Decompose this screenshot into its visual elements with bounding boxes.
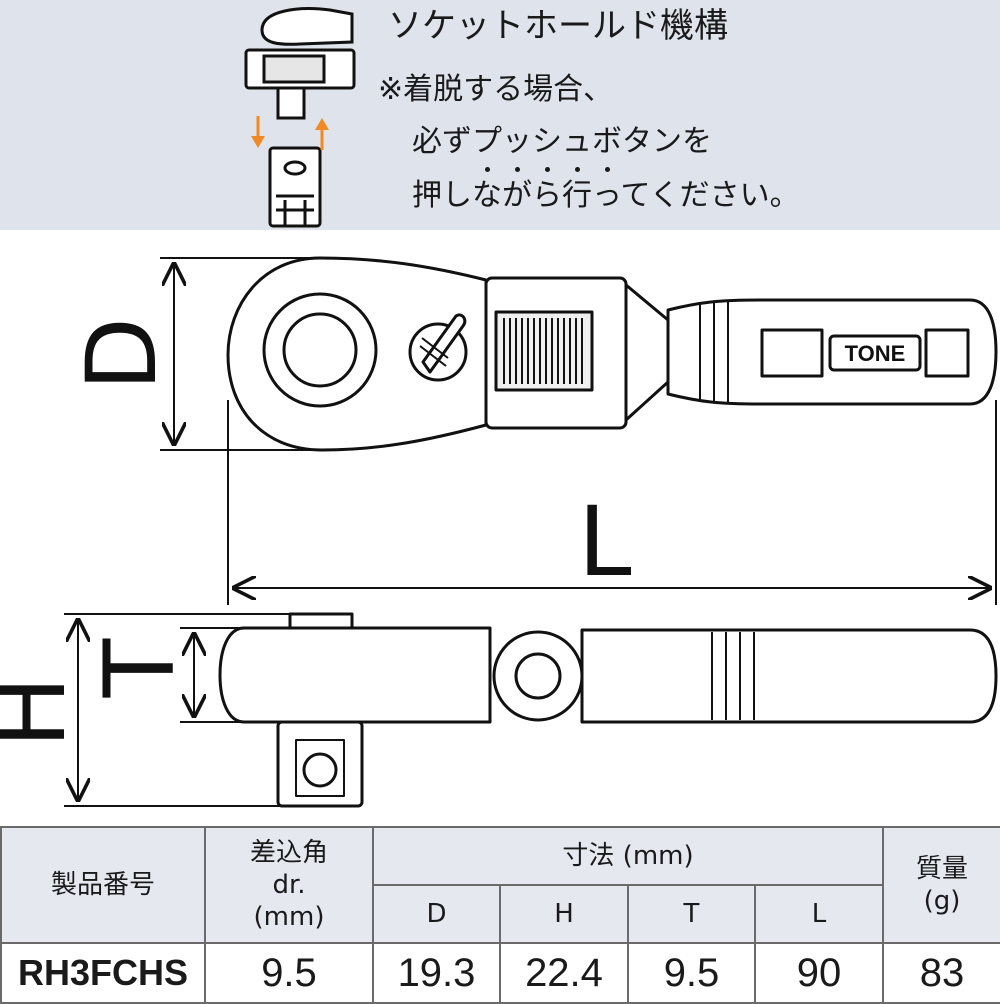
emphasis-char: ボ [592, 122, 622, 172]
dimension-label-H: H [0, 667, 87, 757]
header-L: L [753, 884, 885, 944]
spec-table: 製品番号 差込角 dr. (mm) 寸法 (mm) 質量 (g) D H T L… [0, 826, 1000, 1004]
header-T: T [627, 884, 756, 944]
brand-logo: TONE [845, 341, 906, 366]
dimension-D [160, 257, 320, 451]
cell-model: RH3FCHS [0, 942, 206, 1004]
table-row: RH3FCHS 9.5 19.3 22.4 9.5 90 83 [0, 942, 1000, 1004]
header-dimensions: 寸法 (mm) [371, 826, 885, 886]
dimension-label-T: T [84, 638, 196, 698]
cell-D: 19.3 [372, 942, 501, 1004]
finger-icon [260, 7, 354, 46]
note-line-2-pre: 必ず [412, 124, 472, 159]
header-D: D [372, 884, 501, 944]
note-line-2: 必ずプッシュボタンを [412, 122, 712, 172]
cell-mass: 83 [882, 942, 1000, 1004]
ratchet-top-view [226, 256, 998, 452]
dimension-H [64, 613, 300, 807]
dimension-L [227, 400, 997, 605]
ratchet-side-view [218, 612, 998, 808]
header-model: 製品番号 [0, 826, 206, 944]
note-line-3: 押しながら行ってください。 [412, 178, 800, 213]
attach-detach-arrows [251, 116, 329, 150]
dimension-T [180, 627, 240, 723]
ratchet-neck [624, 283, 670, 422]
header-drive-line1: 差込角 [249, 838, 328, 868]
cell-L: 90 [753, 942, 885, 1004]
header-drive-line3: (mm) [253, 902, 325, 932]
cell-drive: 9.5 [204, 942, 374, 1004]
cell-T: 9.5 [627, 942, 756, 1004]
side-head-outline [218, 626, 492, 724]
note-line-1: ※着脱する場合、 [378, 72, 614, 107]
header-mass-line1: 質量 [916, 854, 969, 884]
drive-square-icon [276, 86, 306, 120]
cell-H: 22.4 [499, 942, 629, 1004]
dimension-label-L: L [578, 486, 632, 598]
mechanism-title: ソケットホールド機構 [388, 6, 728, 46]
header-H: H [499, 884, 629, 944]
header-mass-line2: (g) [923, 886, 961, 916]
header-mass: 質量 (g) [882, 826, 1000, 944]
emphasis-char: ュ [562, 122, 592, 172]
header-drive: 差込角 dr. (mm) [204, 826, 374, 944]
dimension-label-D: D [66, 317, 178, 391]
brand-plate [828, 334, 922, 372]
header-drive-line2: dr. [272, 870, 306, 900]
socket-hold-illustration [244, 7, 356, 228]
socket-icon [268, 146, 322, 228]
socket-hold-info-panel [0, 0, 1000, 230]
note-line-2-post: タンを [622, 124, 712, 159]
side-handle-outline [580, 628, 998, 724]
emphasis-char: ッ [502, 122, 532, 172]
emphasis-char: シ [532, 122, 562, 172]
emphasis-char: プ [472, 122, 502, 172]
